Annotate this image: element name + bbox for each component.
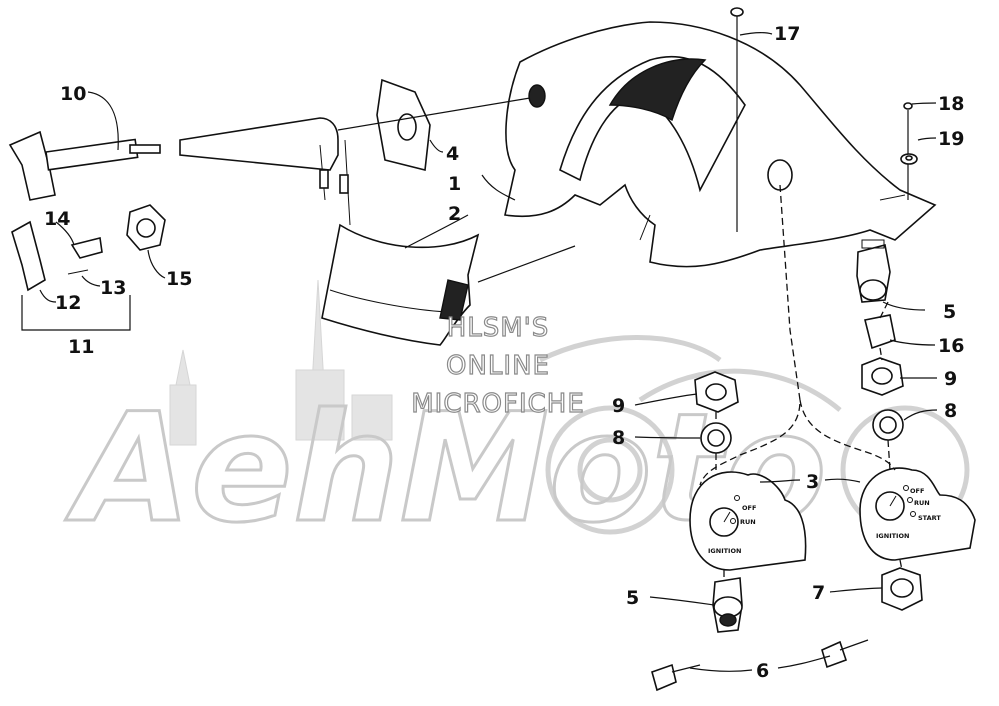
callout-9-left: 9 <box>612 395 625 417</box>
ignition-switch-right: OFF RUN START IGNITION <box>821 239 976 669</box>
nut-15 <box>126 204 166 251</box>
callout-14: 14 <box>44 208 70 230</box>
callout-5-right: 5 <box>943 301 956 323</box>
plate-right-run: RUN <box>914 499 930 507</box>
watermark-line-1: HLSM'S <box>447 313 550 343</box>
watermark-line-2: ONLINE <box>446 351 550 381</box>
screw-18 <box>903 102 913 200</box>
bracket-plate <box>376 78 431 171</box>
plate-left-ignition: IGNITION <box>708 547 741 555</box>
callout-labels: 17 18 19 10 4 1 2 14 15 13 12 11 5 16 9 … <box>44 23 964 682</box>
watermark-motorbike <box>538 335 970 535</box>
callout-4: 4 <box>446 143 459 165</box>
assembly-lines <box>699 184 903 580</box>
callout-17: 17 <box>774 23 800 45</box>
callout-7: 7 <box>812 582 825 604</box>
callout-5-left: 5 <box>626 587 639 609</box>
choke-cable <box>8 97 531 226</box>
plate-right-off: OFF <box>910 487 924 495</box>
lower-panel <box>321 223 576 346</box>
callout-6: 6 <box>756 660 769 682</box>
plate-right-ignition: IGNITION <box>876 532 909 540</box>
callout-18: 18 <box>938 93 964 115</box>
callout-12: 12 <box>55 292 81 314</box>
plate-right-start: START <box>918 514 941 522</box>
leader-lines <box>39 32 938 672</box>
ignition-switch-left: OFF RUN IGNITION <box>651 371 807 692</box>
callout-8-right: 8 <box>944 400 957 422</box>
callout-10: 10 <box>60 83 86 105</box>
callout-13: 13 <box>100 277 126 299</box>
console-hood <box>504 21 937 268</box>
washer-19 <box>900 153 918 165</box>
callout-1: 1 <box>448 173 461 195</box>
plate-left-run: RUN <box>740 518 756 526</box>
callout-2: 2 <box>448 203 461 225</box>
callout-15: 15 <box>166 268 192 290</box>
callout-9-right: 9 <box>944 368 957 390</box>
watermark-line-3: MICROFICHE <box>411 389 585 419</box>
plate-left-off: OFF <box>742 504 756 512</box>
callout-11: 11 <box>68 336 94 358</box>
screw-17 <box>730 7 744 232</box>
callout-16: 16 <box>938 335 964 357</box>
callout-8-left: 8 <box>612 427 625 449</box>
choke-lever-kit <box>11 220 131 331</box>
callout-3: 3 <box>806 471 819 493</box>
callout-19: 19 <box>938 128 964 150</box>
watermark-skyline <box>169 279 393 446</box>
